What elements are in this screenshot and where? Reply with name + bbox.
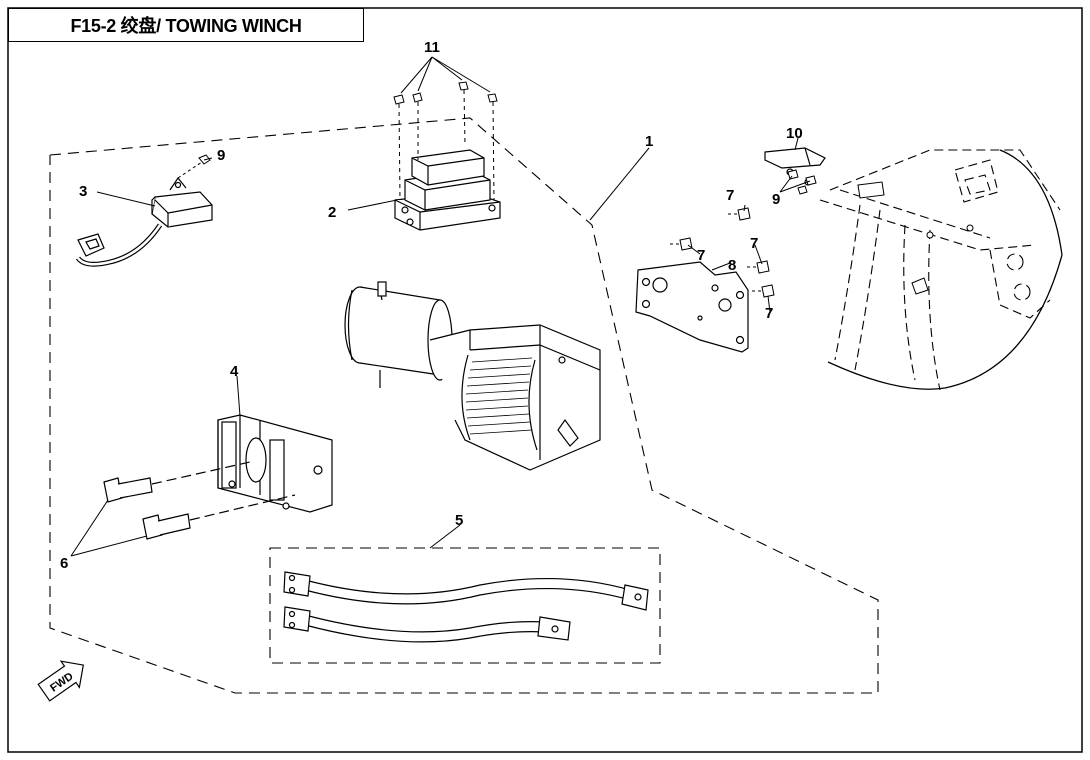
callout-3: 3 <box>79 183 87 200</box>
callout-7-c: 7 <box>750 235 758 252</box>
page-title: F15-2 绞盘/ TOWING WINCH <box>70 16 302 36</box>
callout-7-a: 7 <box>726 187 734 204</box>
callout-1: 1 <box>645 133 653 150</box>
callout-7-b: 7 <box>697 247 705 264</box>
callout-2: 2 <box>328 204 336 221</box>
callout-9-left: 9 <box>217 147 225 164</box>
frame-cutaway-edge-top <box>999 149 1063 256</box>
callout-8: 8 <box>728 257 736 274</box>
part-5-cables <box>283 571 649 643</box>
part-2-contactor <box>394 149 501 231</box>
part-4-fairlead <box>217 414 333 513</box>
outer-frame <box>7 7 1083 753</box>
part-6-bolts <box>103 461 296 540</box>
frame-cutaway-edge <box>827 254 1063 390</box>
callout-10: 10 <box>786 125 803 142</box>
callout-6: 6 <box>60 555 68 572</box>
callouts: 11 1 9 3 2 10 9 7 7 7 7 8 4 5 6 <box>60 39 803 572</box>
callout-11: 11 <box>424 39 440 56</box>
callout-9-right: 9 <box>772 191 780 208</box>
part-9-nut-left <box>177 154 211 179</box>
frame-solid-details <box>857 181 974 295</box>
callout-7-d: 7 <box>765 305 773 322</box>
vehicle-frame <box>819 149 1061 391</box>
title-box: F15-2 绞盘/ TOWING WINCH <box>8 8 364 42</box>
part-10-bracket <box>764 147 826 186</box>
part-8-mounting-plate <box>635 261 749 353</box>
part-9-nuts-right <box>787 169 817 195</box>
leader-lines <box>70 56 811 557</box>
callout-4: 4 <box>230 363 239 380</box>
kit-boundary-dashed <box>49 117 879 694</box>
cable-group-box <box>269 547 661 664</box>
part-11-bolts <box>393 81 498 201</box>
part-3-switch <box>75 176 213 267</box>
part-7-bolts <box>670 207 775 298</box>
fwd-arrow-icon: FWD <box>37 660 84 702</box>
callout-5: 5 <box>455 512 463 529</box>
winch-assembly <box>344 281 601 471</box>
